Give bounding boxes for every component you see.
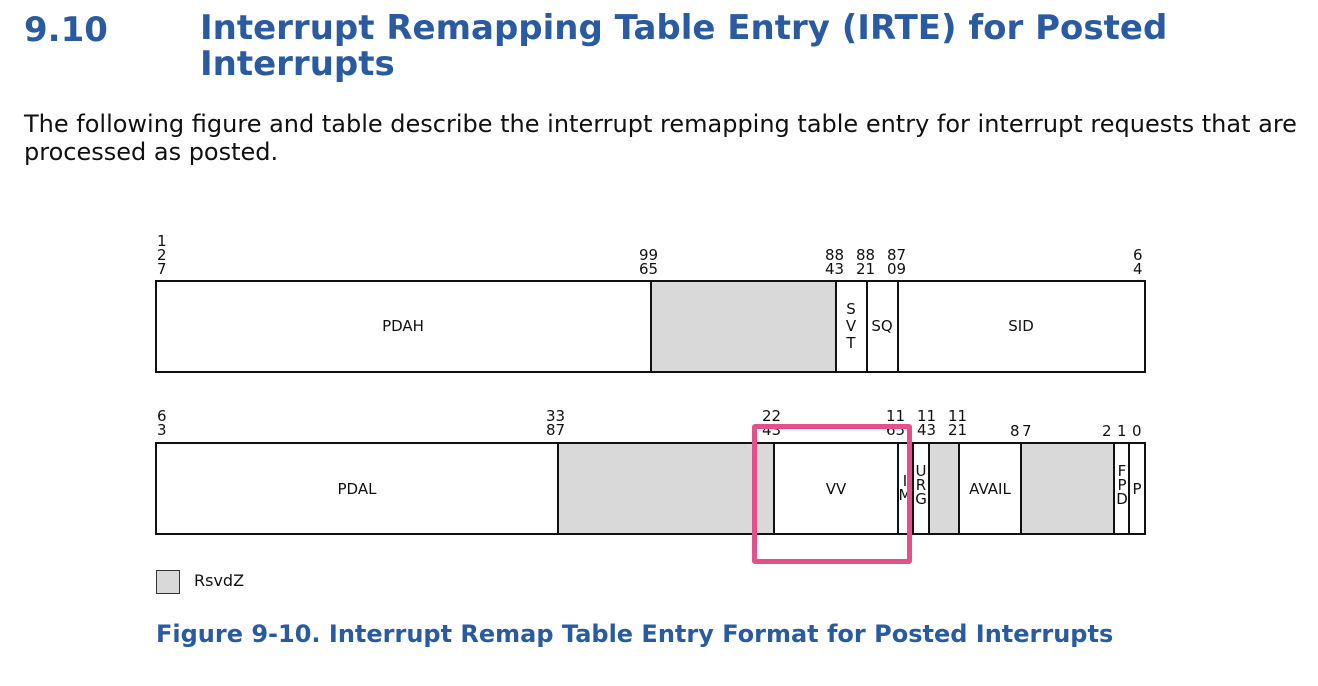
field-pdah: PDAH xyxy=(382,317,424,335)
field-pdal: PDAL xyxy=(338,480,378,498)
field-vv: VV xyxy=(826,480,847,498)
bit-number-1: 1 xyxy=(1117,422,1127,440)
field-sid: SID xyxy=(1008,317,1034,335)
figure-caption: Figure 9-10. Interrupt Remap Table Entry… xyxy=(156,620,1114,648)
bit-number-7: 7 xyxy=(1022,422,1032,440)
bit-number-0: 0 xyxy=(1132,422,1142,440)
field-p: P xyxy=(1132,480,1141,498)
lower-rsvd-field-3 xyxy=(1020,442,1115,535)
lower-rsvd-field-1 xyxy=(557,442,775,535)
vv-highlight-box xyxy=(752,424,912,564)
field-sq: SQ xyxy=(871,317,892,335)
bit-number-2: 2 xyxy=(1102,422,1112,440)
lower-rsvd-field-2 xyxy=(928,442,960,535)
field-avail: AVAIL xyxy=(969,480,1011,498)
section-number: 9.10 xyxy=(24,10,108,50)
rsvdz-legend-swatch xyxy=(156,570,180,594)
upper-rsvd-field xyxy=(650,280,837,373)
bit-number-8: 8 xyxy=(1010,422,1020,440)
intro-paragraph: The following figure and table describe … xyxy=(24,110,1297,166)
section-title: Interrupt Remapping Table Entry (IRTE) f… xyxy=(200,8,1168,84)
rsvdz-legend-label: RsvdZ xyxy=(194,571,245,590)
